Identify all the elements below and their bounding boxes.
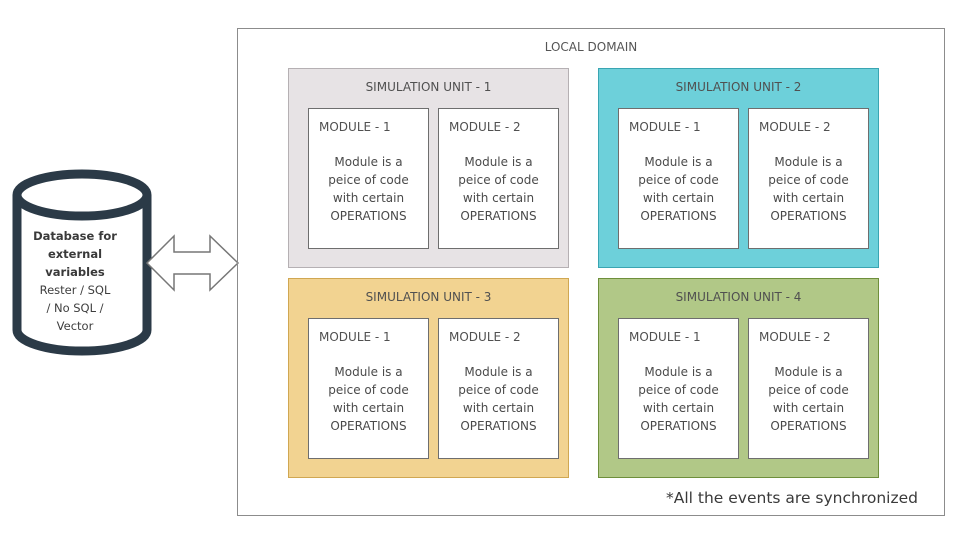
database-top — [12, 169, 152, 221]
module-description-line: with certain — [332, 401, 405, 415]
module-description-line: OPERATIONS — [770, 209, 847, 223]
simulation-unit-title: SIMULATION UNIT - 1 — [365, 80, 492, 94]
database-body — [12, 195, 152, 356]
simulation-unit-title: SIMULATION UNIT - 4 — [675, 290, 802, 304]
simulation-unit-3: SIMULATION UNIT - 3 MODULE - 1 Module is… — [288, 278, 569, 478]
module-description-line: peice of code — [458, 383, 539, 397]
module-description-line: OPERATIONS — [460, 419, 537, 433]
module-title: MODULE - 1 — [629, 120, 701, 134]
local-domain-frame — [237, 28, 945, 516]
module-card: MODULE - 1 Module is a peice of code wit… — [308, 108, 429, 249]
local-domain-title: LOCAL DOMAIN — [544, 40, 638, 54]
module-description-line: OPERATIONS — [640, 209, 717, 223]
module-description-line: Module is a — [644, 365, 713, 379]
module-description-line: peice of code — [458, 173, 539, 187]
simulation-unit-title: SIMULATION UNIT - 2 — [675, 80, 802, 94]
module-description-line: OPERATIONS — [330, 209, 407, 223]
module-card: MODULE - 2 Module is a peice of code wit… — [438, 108, 559, 249]
module-title: MODULE - 1 — [319, 330, 391, 344]
module-description: Module is a peice of code with certain O… — [439, 153, 558, 225]
module-description: Module is a peice of code with certain O… — [619, 363, 738, 435]
module-description-line: OPERATIONS — [330, 419, 407, 433]
module-description-line: Module is a — [774, 365, 843, 379]
module-description: Module is a peice of code with certain O… — [749, 153, 868, 225]
module-description-line: OPERATIONS — [460, 209, 537, 223]
module-description-line: Module is a — [334, 155, 403, 169]
module-description: Module is a peice of code with certain O… — [439, 363, 558, 435]
module-description-line: peice of code — [328, 173, 409, 187]
database-subtitle-line: Rester / SQL — [39, 283, 111, 297]
module-description-line: Module is a — [464, 155, 533, 169]
database-subtitle-line: Vector — [56, 319, 94, 333]
module-card: MODULE - 1 Module is a peice of code wit… — [618, 108, 739, 249]
module-description-line: OPERATIONS — [770, 419, 847, 433]
module-card: MODULE - 1 Module is a peice of code wit… — [618, 318, 739, 459]
database-cylinder-icon — [12, 169, 152, 356]
module-description-line: OPERATIONS — [640, 419, 717, 433]
module-description-line: Module is a — [774, 155, 843, 169]
module-description-line: with certain — [462, 191, 535, 205]
module-description-line: Module is a — [644, 155, 713, 169]
module-card: MODULE - 2 Module is a peice of code wit… — [748, 108, 869, 249]
database-title-line: variables — [45, 265, 105, 279]
sync-footnote: *All the events are synchronized — [666, 489, 918, 507]
module-description-line: with certain — [462, 401, 535, 415]
module-title: MODULE - 2 — [449, 330, 521, 344]
module-description: Module is a peice of code with certain O… — [749, 363, 868, 435]
module-title: MODULE - 2 — [759, 330, 831, 344]
simulation-unit-2: SIMULATION UNIT - 2 MODULE - 1 Module is… — [598, 68, 879, 268]
module-description-line: with certain — [772, 401, 845, 415]
database-title-line: Database for — [33, 229, 117, 243]
database-title-line: external — [47, 247, 103, 261]
module-description-line: peice of code — [638, 173, 719, 187]
module-description-line: with certain — [642, 191, 715, 205]
module-title: MODULE - 2 — [759, 120, 831, 134]
module-description-line: Module is a — [334, 365, 403, 379]
double-arrow-icon — [145, 234, 240, 292]
module-description-line: peice of code — [328, 383, 409, 397]
database-subtitle-line: / No SQL / — [46, 301, 104, 315]
module-description: Module is a peice of code with certain O… — [309, 153, 428, 225]
module-title: MODULE - 1 — [629, 330, 701, 344]
module-card: MODULE - 2 Module is a peice of code wit… — [438, 318, 559, 459]
module-description-line: peice of code — [768, 173, 849, 187]
module-description-line: with certain — [642, 401, 715, 415]
module-title: MODULE - 1 — [319, 120, 391, 134]
module-title: MODULE - 2 — [449, 120, 521, 134]
module-description-line: with certain — [772, 191, 845, 205]
module-description-line: with certain — [332, 191, 405, 205]
module-card: MODULE - 1 Module is a peice of code wit… — [308, 318, 429, 459]
module-card: MODULE - 2 Module is a peice of code wit… — [748, 318, 869, 459]
module-description-line: Module is a — [464, 365, 533, 379]
module-description: Module is a peice of code with certain O… — [619, 153, 738, 225]
module-description: Module is a peice of code with certain O… — [309, 363, 428, 435]
simulation-unit-1: SIMULATION UNIT - 1 MODULE - 1 Module is… — [288, 68, 569, 268]
simulation-unit-title: SIMULATION UNIT - 3 — [365, 290, 492, 304]
module-description-line: peice of code — [768, 383, 849, 397]
module-description-line: peice of code — [638, 383, 719, 397]
simulation-unit-4: SIMULATION UNIT - 4 MODULE - 1 Module is… — [598, 278, 879, 478]
database-label: Database for external variables Rester /… — [24, 227, 126, 335]
